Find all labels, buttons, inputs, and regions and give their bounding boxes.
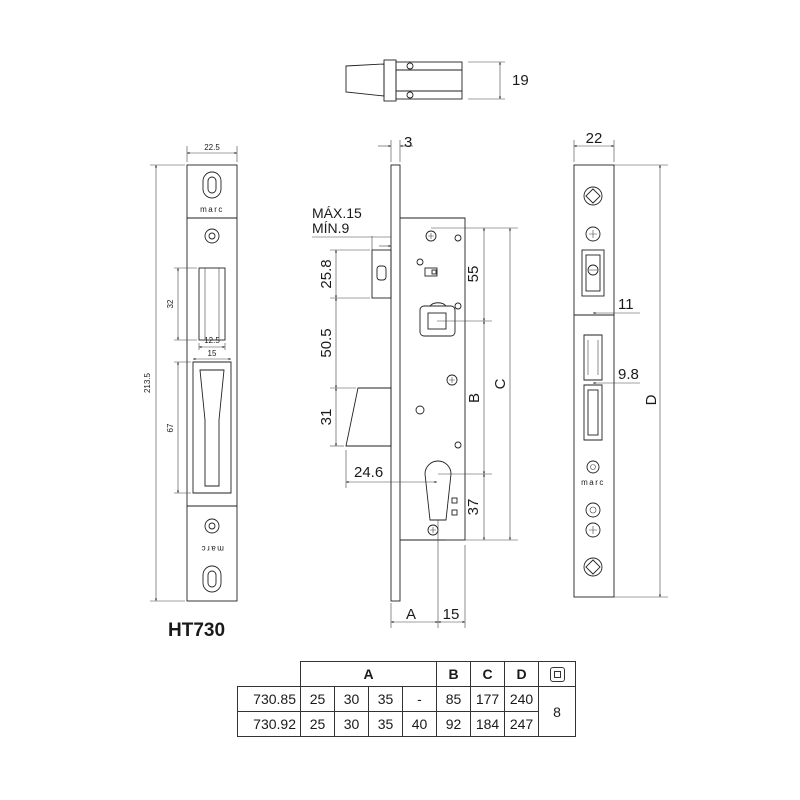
cell-a3: 35 bbox=[368, 686, 403, 712]
dim-bolt-height: 31 bbox=[318, 409, 335, 426]
top-view: 19 bbox=[345, 59, 529, 102]
table-header-row: A B C D bbox=[237, 661, 576, 687]
header-square bbox=[538, 661, 576, 687]
header-b: B bbox=[436, 661, 471, 687]
table-row: 730.85 25 30 35 - 85 177 240 8 bbox=[237, 686, 576, 737]
table-corner bbox=[237, 661, 301, 687]
dim-d: D bbox=[643, 394, 660, 405]
dim-bolt-offset: 9.8 bbox=[618, 366, 639, 383]
faceplate-view: marc marc 22.5 213.5 32 12.5 15 bbox=[143, 143, 238, 602]
dim-faceplate-gap: 32 bbox=[166, 299, 175, 308]
cell-square: 8 bbox=[538, 686, 576, 737]
dim-37: 37 bbox=[465, 499, 482, 516]
dim-latch-offset: 11 bbox=[618, 296, 634, 313]
dim-bolt-throw: 24.6 bbox=[354, 464, 383, 481]
dim-bolt-hole-width: 15 bbox=[208, 349, 217, 358]
dim-b: B bbox=[466, 393, 483, 403]
cell-d: 240 bbox=[504, 686, 539, 712]
dim-latch-hole-width: 12.5 bbox=[204, 336, 220, 345]
cell-d: 247 bbox=[504, 711, 539, 737]
label-max: MÁX.15 bbox=[312, 205, 362, 221]
cell-c: 177 bbox=[470, 686, 505, 712]
cell-a2: 30 bbox=[334, 686, 369, 712]
spec-table: A B C D 730.85 25 30 35 - 85 177 240 8 7… bbox=[237, 661, 576, 737]
dim-front-width: 22 bbox=[586, 130, 603, 147]
dim-spacing: 50.5 bbox=[318, 328, 335, 357]
dim-a: A bbox=[406, 606, 416, 623]
dim-top-thickness: 19 bbox=[512, 72, 529, 89]
header-d: D bbox=[504, 661, 539, 687]
front-brand: marc bbox=[581, 478, 605, 487]
dim-15: 15 bbox=[443, 606, 460, 623]
header-a: A bbox=[300, 661, 437, 687]
table-row: 730.92 25 30 35 40 92 184 247 bbox=[237, 711, 576, 737]
front-view: marc 22 D 11 9.8 bbox=[573, 130, 668, 598]
cell-a1: 25 bbox=[300, 686, 335, 712]
cell-b: 85 bbox=[436, 686, 471, 712]
dim-latch-height: 25.8 bbox=[318, 259, 335, 288]
cell-a4: 40 bbox=[402, 711, 437, 737]
cell-a2: 30 bbox=[334, 711, 369, 737]
side-view: 3 MÁX.15 MÍN.9 25.8 50.5 31 24.6 55 B bbox=[312, 134, 518, 628]
dim-faceplate-width: 22.5 bbox=[204, 143, 220, 152]
cell-c: 184 bbox=[470, 711, 505, 737]
product-title: HT730 bbox=[168, 620, 225, 641]
cell-model: 730.92 bbox=[237, 711, 301, 737]
dim-bolt-hole-length: 67 bbox=[166, 423, 175, 432]
cell-b: 92 bbox=[436, 711, 471, 737]
cell-a4: - bbox=[402, 686, 437, 712]
faceplate-brand-bottom: marc bbox=[200, 544, 224, 553]
header-c: C bbox=[470, 661, 505, 687]
dim-55: 55 bbox=[465, 266, 482, 283]
cell-model: 730.85 bbox=[237, 686, 301, 712]
label-min: MÍN.9 bbox=[312, 220, 350, 236]
square-spindle-icon bbox=[549, 667, 565, 683]
dim-plate-thickness: 3 bbox=[404, 134, 412, 151]
cell-a3: 35 bbox=[368, 711, 403, 737]
dim-faceplate-length: 213.5 bbox=[143, 372, 152, 393]
cell-a1: 25 bbox=[300, 711, 335, 737]
dim-c: C bbox=[492, 378, 509, 389]
faceplate-brand-top: marc bbox=[200, 205, 224, 214]
